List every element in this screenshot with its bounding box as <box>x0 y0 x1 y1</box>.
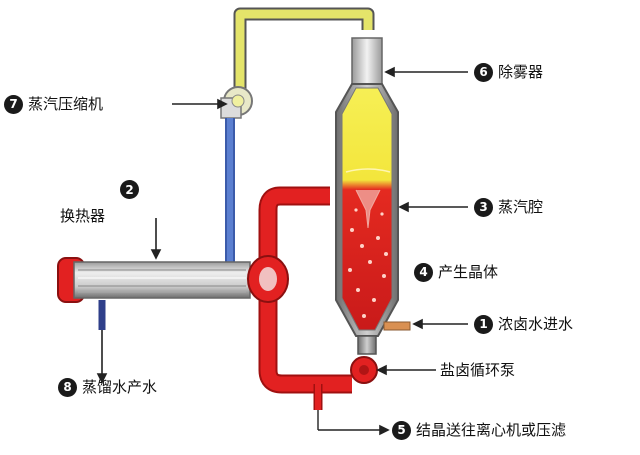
compressor-text: 蒸汽压缩机 <box>28 95 104 113</box>
distillate-label: 8 蒸馏水产水 <box>58 377 157 397</box>
brine-inlet-pipe <box>383 321 411 331</box>
evaporator-vessel <box>335 37 399 384</box>
demister-label: 6 除雾器 <box>474 62 543 82</box>
brine-inlet-text: 浓卤水进水 <box>498 315 574 333</box>
heat-exchanger-badge: 2 <box>120 180 139 199</box>
badge-8: 8 <box>58 377 77 397</box>
brine-inlet-label: 1 浓卤水进水 <box>474 314 573 334</box>
badge-4: 4 <box>414 262 433 282</box>
crystals-text: 产生晶体 <box>438 263 499 281</box>
badge-6: 6 <box>474 62 493 82</box>
crystal-out-text: 结晶送往离心机或压滤 <box>416 421 567 439</box>
badge-2: 2 <box>120 180 139 199</box>
vapor-chamber-label: 3 蒸汽腔 <box>474 197 543 217</box>
circ-pump-text: 盐卤循环泵 <box>440 361 516 379</box>
heat-exchanger-text: 换热器 <box>60 207 106 225</box>
badge-5: 5 <box>392 420 411 440</box>
vapor-chamber-text: 蒸汽腔 <box>498 198 544 216</box>
compressor-label: 7 蒸汽压缩机 <box>4 94 103 114</box>
vapor-pipe <box>233 7 375 92</box>
heat-exchanger <box>57 255 289 303</box>
crystals-label: 4 产生晶体 <box>414 262 498 282</box>
badge-7: 7 <box>4 94 23 114</box>
compressor-icon <box>220 86 253 119</box>
badge-3: 3 <box>474 197 493 217</box>
badge-1: 1 <box>474 314 493 334</box>
leader-lines <box>96 66 468 436</box>
distillate-text: 蒸馏水产水 <box>82 378 158 396</box>
demister-text: 除雾器 <box>498 63 544 81</box>
brine-circulation-pipe <box>258 186 352 410</box>
crystal-out-label: 5 结晶送往离心机或压滤 <box>392 420 566 440</box>
